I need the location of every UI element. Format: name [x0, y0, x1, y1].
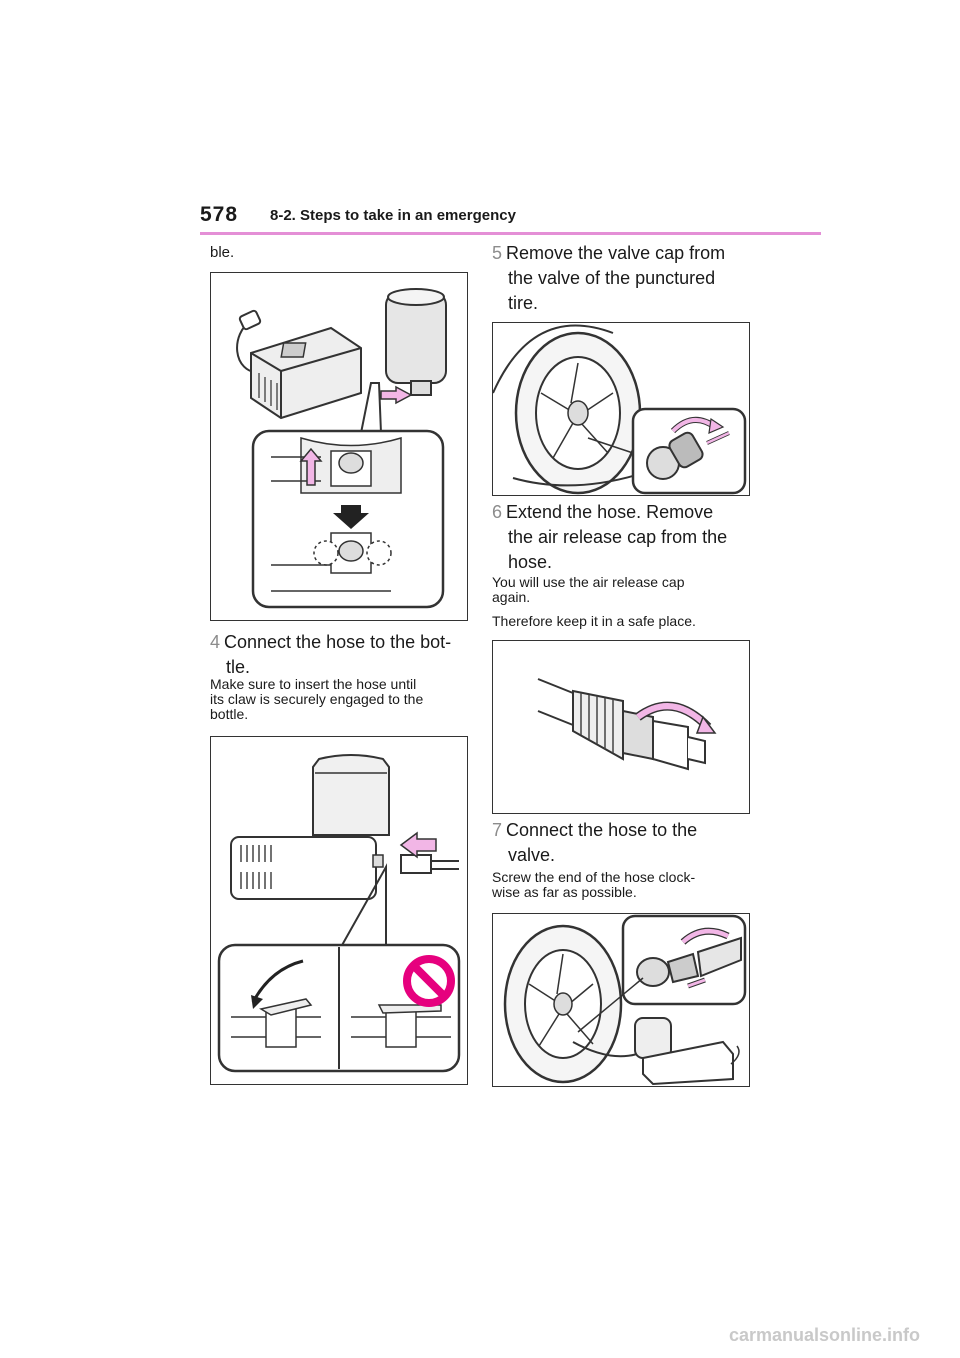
- figure-bottle-attach: [210, 272, 468, 621]
- figure-hose-claw: [210, 736, 468, 1085]
- step-text: the valve of the punctured: [508, 268, 716, 288]
- watermark: carmanualsonline.info: [728, 1325, 920, 1345]
- step-text: Connect the hose to the: [506, 820, 698, 840]
- step-6-note-2: Therefore keep it in a safe place.: [492, 613, 696, 629]
- note-line: its claw is securely engaged to the: [210, 691, 424, 707]
- section-title: 8-2. Steps to take in an emergency: [270, 207, 516, 224]
- bottle-attach-illustration: [236, 288, 447, 609]
- step-text: hose.: [508, 552, 553, 572]
- step-text: Connect the hose to the bot-: [224, 632, 452, 652]
- step-text: tire.: [508, 293, 539, 313]
- page-number: 578: [200, 203, 239, 226]
- step-number: 5: [492, 243, 503, 263]
- connect-valve-illustration: [503, 914, 747, 1086]
- step-text: tle.: [226, 657, 251, 677]
- note-line: Make sure to insert the hose until: [210, 676, 417, 692]
- step-number: 4: [210, 632, 221, 652]
- step-4-note: Make sure to insert the hose until its c…: [210, 677, 470, 722]
- note-line: again.: [492, 589, 531, 605]
- step-6-note: You will use the air release cap again.: [492, 575, 752, 605]
- step-number: 6: [492, 502, 503, 522]
- valve-cap-illustration: [493, 324, 747, 495]
- hose-claw-illustration: [217, 754, 461, 1073]
- note-line: bottle.: [210, 706, 249, 722]
- note-line: Screw the end of the hose clock-: [492, 869, 696, 885]
- figure-valve-cap: [492, 322, 750, 496]
- step-text: Extend the hose. Remove: [506, 502, 714, 522]
- air-release-cap-illustration: [537, 678, 717, 771]
- header-rule: [200, 232, 821, 235]
- step-number: 7: [492, 820, 503, 840]
- figure-connect-valve: [492, 913, 750, 1087]
- note-line: You will use the air release cap: [492, 574, 685, 590]
- figure-air-release-cap: [492, 640, 750, 814]
- step-text: the air release cap from the: [508, 527, 728, 547]
- step-7-note: Screw the end of the hose clock- wise as…: [492, 870, 752, 900]
- continuation-text: ble.: [210, 244, 235, 261]
- step-text: Remove the valve cap from: [506, 243, 726, 263]
- step-text: valve.: [508, 845, 556, 865]
- note-line: wise as far as possible.: [492, 884, 637, 900]
